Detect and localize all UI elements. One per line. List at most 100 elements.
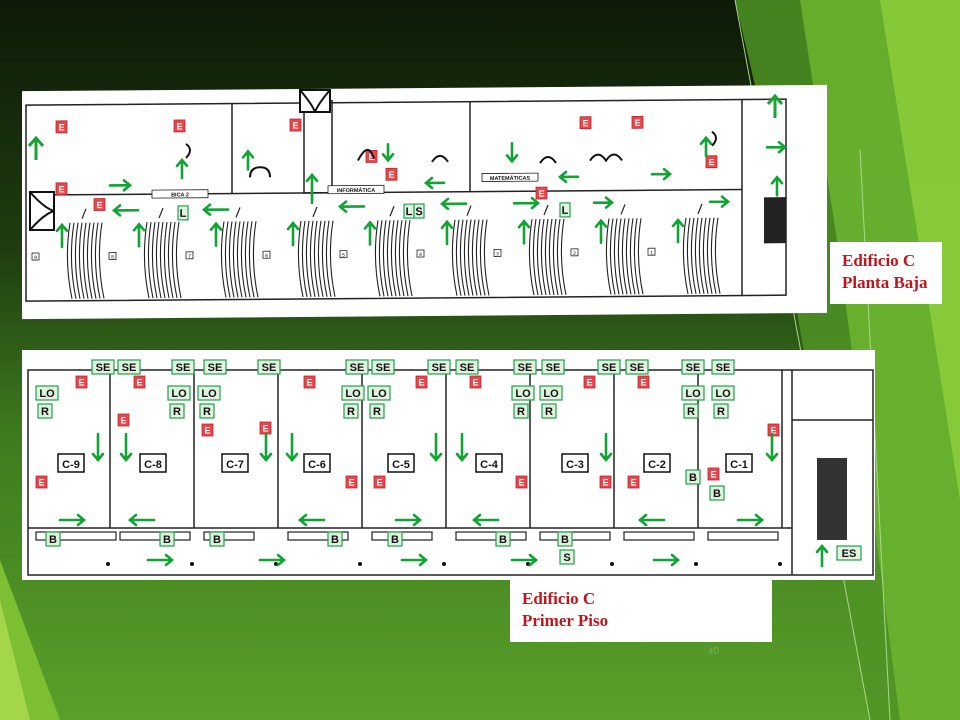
arrow-down-icon (429, 432, 443, 463)
classroom-number: 4 (419, 252, 422, 258)
arrow-up-icon (305, 172, 319, 205)
extinguisher-tag: E (75, 375, 88, 389)
svg-text:E: E (388, 170, 394, 180)
se-tag: SE (345, 359, 369, 375)
extinguisher-tag: E (627, 475, 640, 489)
extinguisher-tag: E (345, 475, 358, 489)
b-tag: B (209, 531, 225, 547)
classroom-9: 9 (31, 208, 105, 299)
arrow-right-icon (765, 140, 788, 154)
arrow-up-icon (55, 222, 69, 249)
es-tag: ES (836, 545, 862, 561)
svg-text:L: L (406, 206, 413, 218)
svg-text:E: E (472, 378, 478, 388)
svg-text:SE: SE (716, 362, 731, 374)
arrow-right-icon (58, 513, 87, 527)
svg-text:E: E (602, 478, 608, 488)
svg-text:E: E (418, 378, 424, 388)
extinguisher-tag: E (35, 475, 48, 489)
svg-text:LO: LO (685, 388, 701, 400)
evacuation-arrows (108, 135, 788, 217)
svg-text:B: B (213, 534, 221, 546)
se-tag: SE (257, 359, 281, 375)
arrow-up-icon (770, 175, 784, 197)
extinguisher-tag: E (631, 115, 644, 129)
r-tag: R (37, 403, 53, 419)
svg-text:LO: LO (515, 388, 531, 400)
lo-tag: LO (539, 385, 563, 401)
classroom-label: C-2 (643, 453, 671, 473)
svg-text:LO: LO (715, 388, 731, 400)
door-swing (539, 156, 557, 164)
svg-text:B: B (689, 472, 697, 484)
svg-text:R: R (347, 406, 355, 418)
arrow-up-icon (132, 222, 146, 248)
r-tag: R (369, 403, 385, 419)
svg-text:E: E (58, 184, 64, 194)
svg-text:SE: SE (686, 362, 701, 374)
classroom-number: 9 (34, 255, 37, 261)
extinguisher-tag: E (303, 375, 316, 389)
evacuation-arrows (58, 432, 829, 568)
b-tag: B (685, 469, 701, 485)
classroom-number: 2 (573, 251, 576, 257)
caption-line-2: Primer Piso (522, 611, 609, 630)
svg-text:SE: SE (350, 362, 365, 374)
arrow-up-icon (241, 149, 255, 171)
svg-text:E: E (292, 120, 298, 130)
se-tag: SE (513, 359, 537, 375)
arrow-right-icon (650, 167, 673, 181)
arrow-right-icon (708, 195, 731, 208)
arrow-right-icon (736, 513, 765, 527)
svg-text:E: E (538, 189, 544, 199)
arrow-left-icon (201, 203, 230, 216)
svg-text:C-5: C-5 (392, 459, 410, 471)
arrow-left-icon (127, 513, 156, 527)
r-tag: R (713, 403, 729, 419)
classroom-label: C-8 (139, 453, 167, 473)
lo-tag: LO (341, 385, 365, 401)
extinguisher-tag: E (365, 149, 378, 163)
room-label: MATEMÁTICAS (481, 172, 539, 182)
svg-text:R: R (41, 406, 49, 418)
extinguisher-tag: E (579, 116, 592, 130)
classroom-number: 3 (496, 251, 499, 257)
lo-tag: LO (367, 385, 391, 401)
se-tag: SE (203, 359, 227, 375)
svg-text:INFORMÁTICA: INFORMÁTICA (337, 187, 376, 194)
exit-sign-tag: L (177, 205, 189, 221)
svg-text:L: L (562, 205, 569, 217)
arrow-left-icon (111, 204, 140, 217)
classroom-4: 4 (416, 205, 490, 296)
svg-text:SE: SE (518, 362, 533, 374)
classroom-label: C-3 (561, 453, 589, 473)
arrow-up-icon (699, 135, 713, 158)
arrow-right-icon (394, 513, 423, 527)
exit-arrows (27, 93, 784, 160)
extinguisher-tag: E (707, 467, 720, 481)
svg-text:E: E (262, 424, 268, 434)
arrow-down-icon (285, 432, 299, 463)
svg-text:C-2: C-2 (648, 459, 666, 471)
arrow-left-icon (471, 513, 500, 527)
svg-text:R: R (173, 406, 181, 418)
b-tag: B (387, 531, 403, 547)
door-swing (711, 130, 717, 147)
svg-text:SE: SE (376, 362, 391, 374)
lo-tag: LO (197, 385, 221, 401)
room-label: INFORMÁTICA (327, 184, 385, 194)
b-tag: B (327, 531, 343, 547)
svg-text:C-6: C-6 (308, 459, 326, 471)
se-tag: SE (455, 359, 479, 375)
caption-primer-piso: Edificio C Primer Piso (510, 580, 772, 642)
se-tag: SE (371, 359, 395, 375)
svg-text:MATEMÁTICAS: MATEMÁTICAS (490, 175, 531, 182)
svg-text:E: E (710, 470, 716, 480)
svg-text:LO: LO (371, 388, 387, 400)
caption-line-1: Edificio C (522, 589, 596, 608)
